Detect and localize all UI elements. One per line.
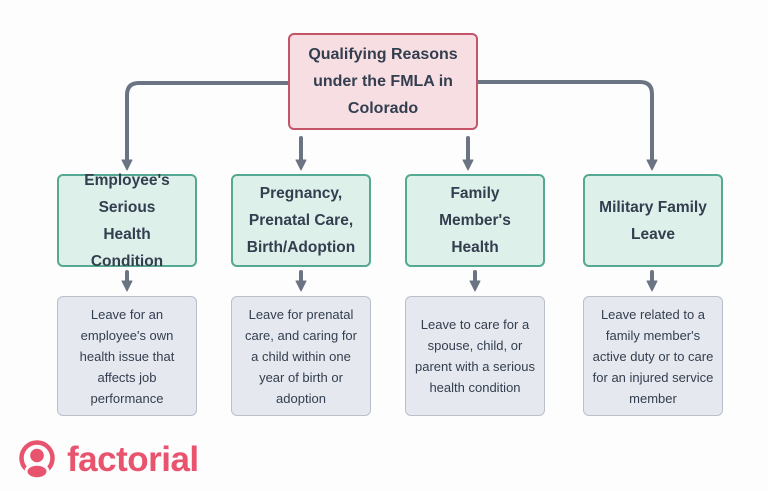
root-node-qualifying-reasons: Qualifying Reasons under the FMLA in Col… xyxy=(288,33,478,130)
branch-node-family-member-health: Family Member's Health xyxy=(405,174,545,267)
detail-node-military-family-leave: Leave related to a family member's activ… xyxy=(583,296,723,416)
detail-text: Leave related to a family member's activ… xyxy=(592,306,714,406)
branch-title: Employee's Serious Health Condition xyxy=(84,171,170,270)
connector-root-to-branch1 xyxy=(121,81,290,171)
factorial-logo-text: factorial xyxy=(67,440,199,479)
detail-node-family-member-health: Leave to care for a spouse, child, or pa… xyxy=(405,296,545,416)
branch-title: Military Family Leave xyxy=(599,198,707,243)
branch-node-military-family-leave: Military Family Leave xyxy=(583,174,723,267)
detail-node-employee-health: Leave for an employee's own health issue… xyxy=(57,296,197,416)
detail-text: Leave to care for a spouse, child, or pa… xyxy=(415,317,535,395)
detail-text: Leave for prenatal care, and caring for … xyxy=(244,306,357,406)
brand-footer: factorial xyxy=(16,438,199,482)
branch-node-employee-health: Employee's Serious Health Condition xyxy=(57,172,197,270)
factorial-logo-icon xyxy=(19,440,55,481)
branch-title: Family Member's Health xyxy=(439,185,511,256)
detail-node-pregnancy: Leave for prenatal care, and caring for … xyxy=(231,296,371,416)
root-node-title: Qualifying Reasons under the FMLA in Col… xyxy=(308,46,458,117)
connector-root-to-branch4 xyxy=(476,80,658,171)
branch-title: Pregnancy, Prenatal Care, Birth/Adoption xyxy=(246,185,356,256)
branch-node-pregnancy: Pregnancy, Prenatal Care, Birth/Adoption xyxy=(231,174,371,267)
detail-text: Leave for an employee's own health issue… xyxy=(79,306,175,406)
